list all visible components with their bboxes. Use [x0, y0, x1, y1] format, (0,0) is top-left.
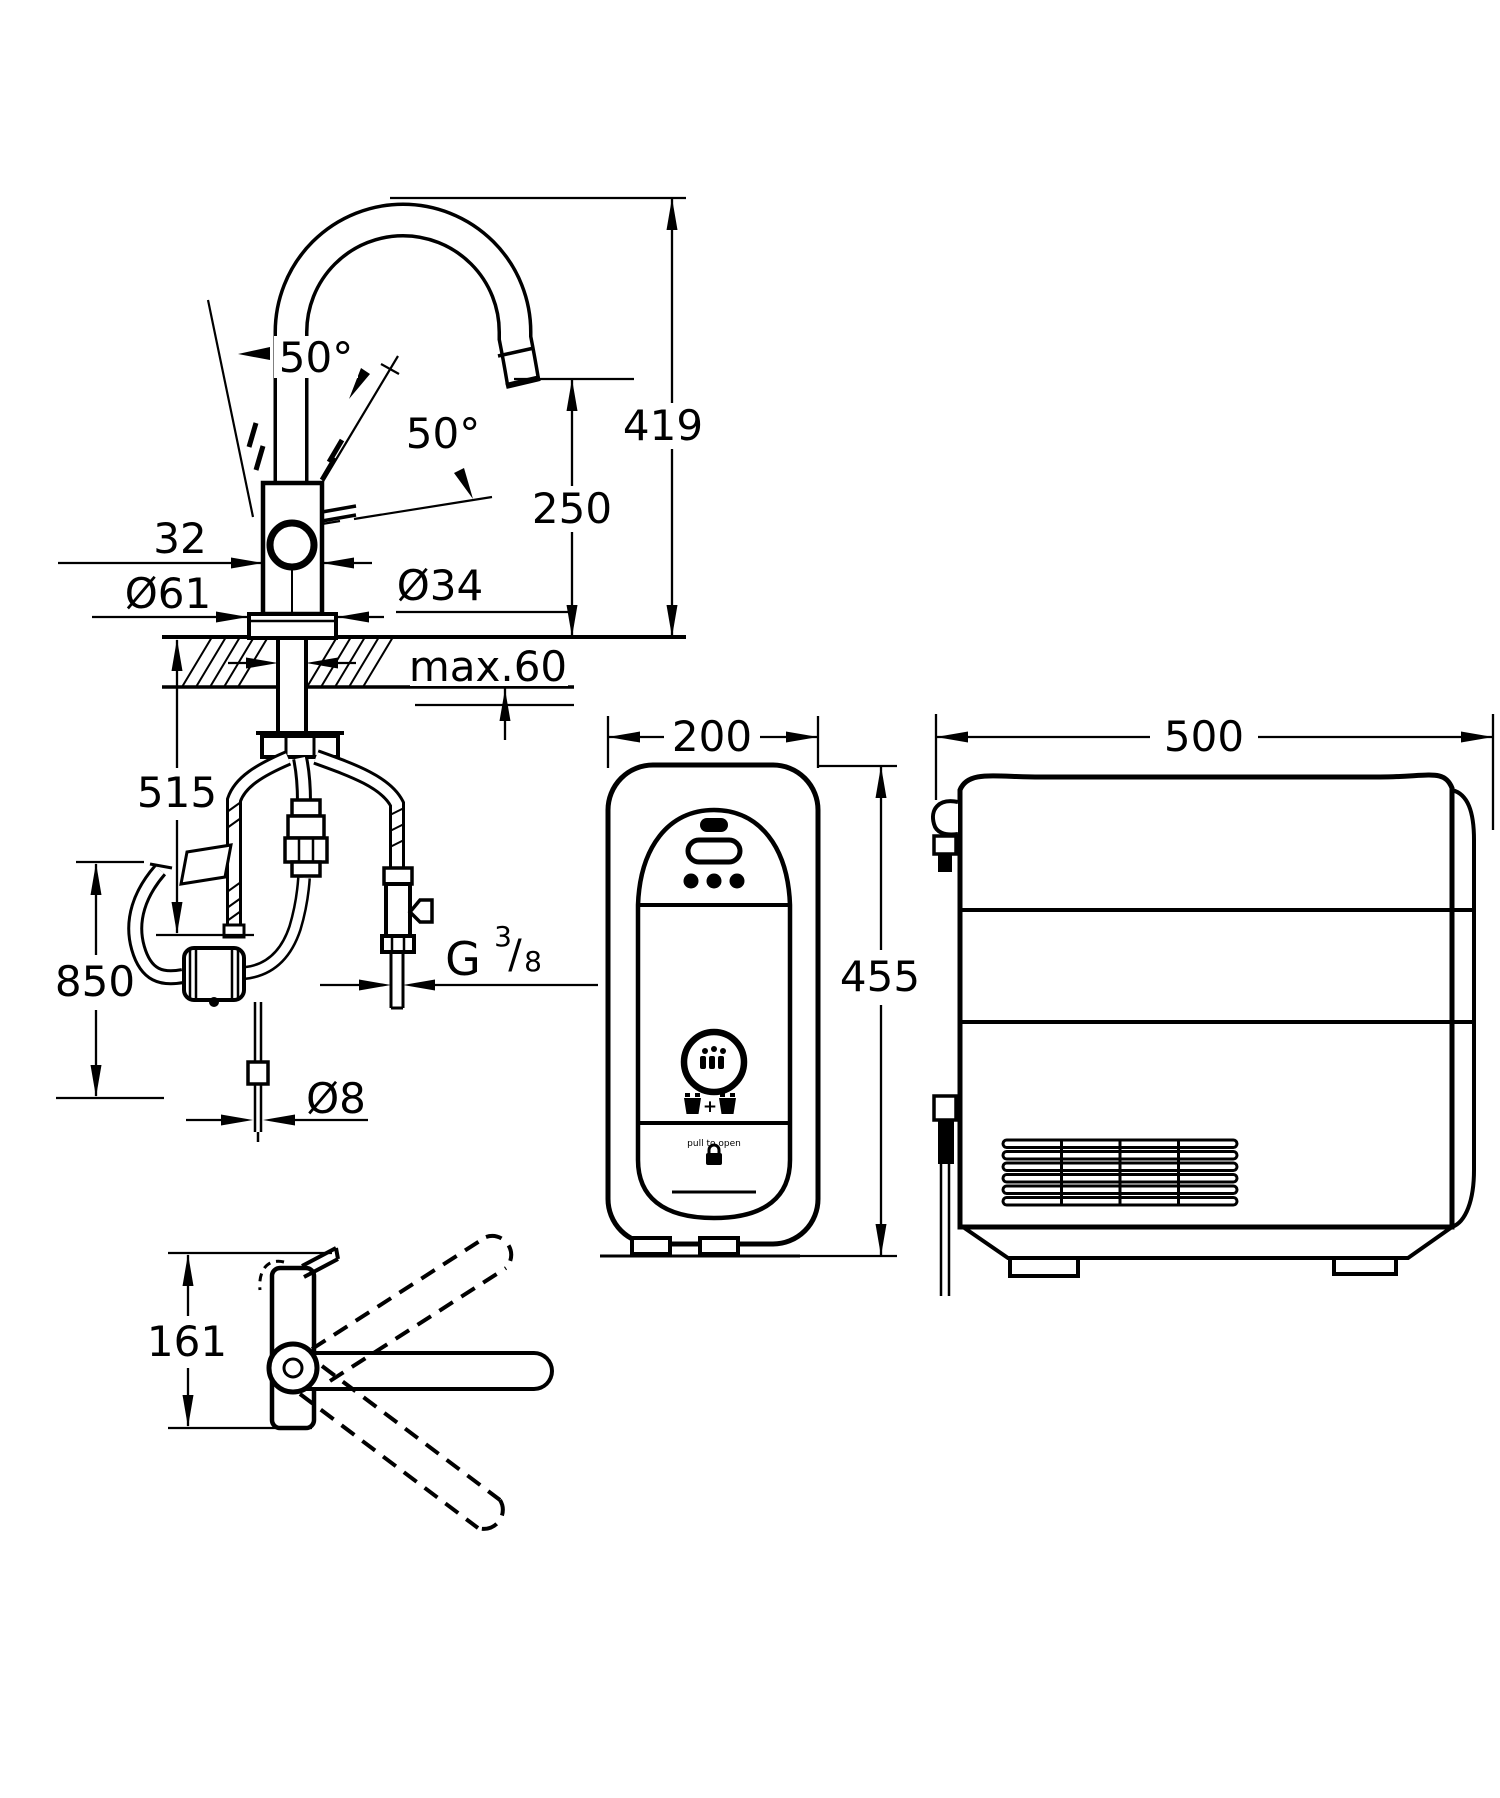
- spout-pivot: [266, 1341, 320, 1395]
- dim-line-455: [800, 764, 897, 1258]
- thread-size-label: G 3 / 8: [445, 920, 542, 986]
- dim-line-max60: [415, 687, 574, 740]
- hose-assembly: [127, 749, 434, 1142]
- thread-letter: G: [445, 932, 481, 986]
- cooler-side-base: [961, 1225, 1454, 1278]
- counter-hatching: [181, 636, 394, 688]
- cooler-side-view: [931, 772, 1476, 1296]
- plus-icon: +: [703, 1097, 717, 1117]
- co2-bottle-icon: [680, 1028, 748, 1096]
- capillary-tube: [246, 1002, 270, 1142]
- angle-right-label: 50°: [406, 409, 480, 458]
- angle-arrows: [238, 347, 473, 499]
- cups-icon: [684, 1093, 736, 1114]
- valve-knob: [407, 898, 434, 924]
- cooler-front-view: + pull to open: [600, 762, 821, 1258]
- body-width-label: 32: [153, 514, 206, 563]
- wall-bracket-top: [931, 799, 959, 872]
- side-spout-phantom-up: [310, 1233, 514, 1383]
- counter-thickness-label: max.60: [409, 642, 567, 691]
- hose-length-b-label: 850: [55, 957, 135, 1006]
- button-icon: [685, 837, 743, 865]
- side-height-label: 161: [147, 1317, 227, 1366]
- spout-height-label: 250: [532, 484, 612, 533]
- faucet-body: [247, 480, 338, 640]
- supply-valve-assembly: [313, 749, 434, 1010]
- cooler-height-label: 455: [840, 952, 920, 1001]
- dim-line-850: [56, 860, 164, 1100]
- faucet-connector-stack: [283, 756, 329, 878]
- cooler-depth-label: 500: [1164, 712, 1244, 761]
- cooler-side-body: [957, 772, 1455, 1230]
- dim-line-500: [934, 714, 1495, 830]
- cooler-front-feet: [600, 1236, 800, 1258]
- cooler-front-panel: [635, 807, 793, 1221]
- dimension-labels: 50° 50° 419 250 32 Ø61 Ø34 max.60 515 85…: [55, 333, 1244, 1366]
- lock-icon: [706, 1143, 722, 1165]
- faucet-shank: [256, 638, 344, 759]
- vent-grille-icon: [1001, 1138, 1239, 1207]
- dim-line-161: [168, 1251, 332, 1430]
- faucet-side-view: [258, 1233, 554, 1531]
- side-spout-phantom-down: [298, 1364, 505, 1531]
- thread-denominator: 8: [524, 945, 542, 978]
- led-dots-icon: [683, 873, 745, 889]
- handle-pivot-circle: [266, 519, 318, 571]
- cooler-width-label: 200: [672, 712, 752, 761]
- dim-line-200: [606, 716, 820, 768]
- overall-height-label: 419: [623, 401, 703, 450]
- faucet-escutcheon: [247, 612, 338, 640]
- break-symbol: [179, 843, 233, 886]
- dimension-arrowheads: [90, 198, 1493, 1427]
- base-diameter-label: Ø61: [125, 569, 212, 618]
- handle-phantom-marks: [246, 422, 345, 482]
- thread-slash: /: [508, 932, 522, 978]
- angle-annotations: [206, 299, 493, 526]
- hose-length-a-label: 515: [137, 768, 217, 817]
- braid-ticks: [226, 801, 242, 922]
- thread-numerator: 3: [494, 920, 512, 953]
- shank-diameter-label: Ø34: [397, 561, 484, 610]
- capillary-diameter-label: Ø8: [306, 1074, 366, 1123]
- display-slot-icon: [700, 818, 728, 832]
- filter-cylinder: [182, 946, 246, 1007]
- cooler-side-front-edge: [1451, 788, 1476, 1229]
- angle-left-label: 50°: [279, 333, 353, 382]
- power-cable: [932, 1094, 958, 1296]
- side-lever: [301, 1246, 340, 1279]
